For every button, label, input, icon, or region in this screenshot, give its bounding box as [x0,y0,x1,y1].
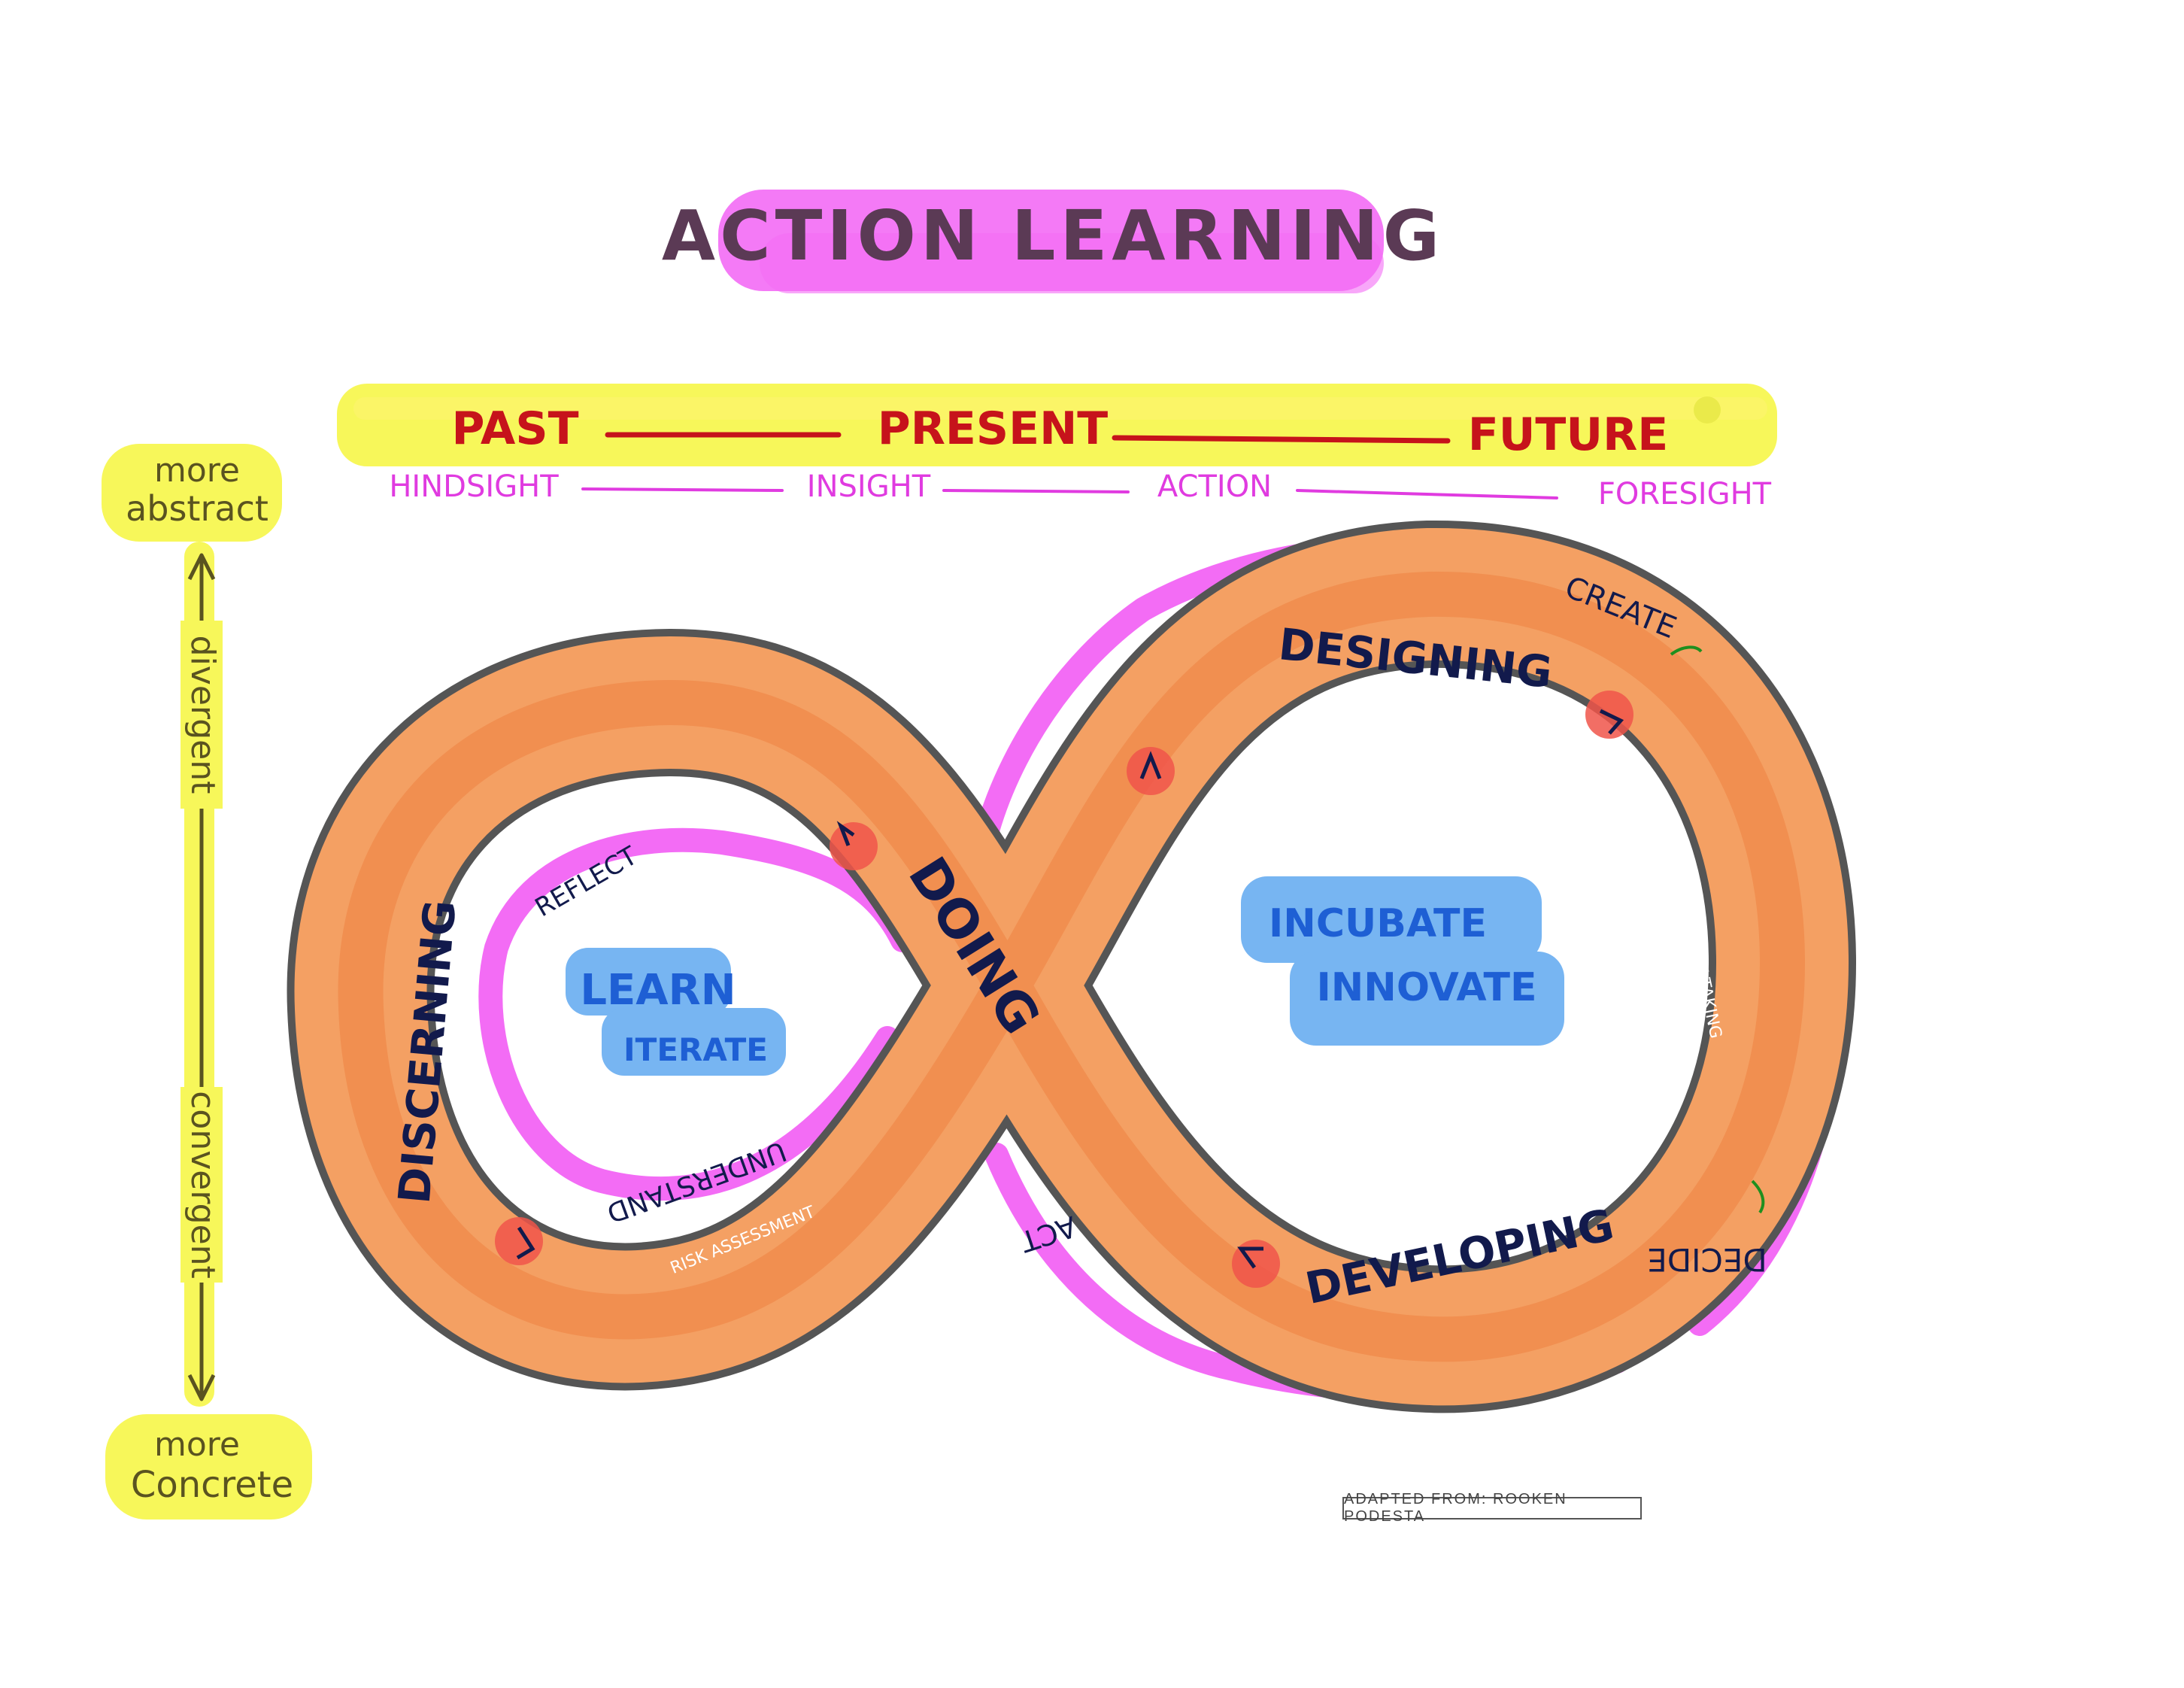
arrow-marker-discerning [495,1217,543,1265]
axis-top-label-2: abstract [126,488,268,529]
axis-top-highlight [102,444,282,542]
axis-bottom-highlight [105,1414,312,1520]
timeline-action: ACTION [1157,469,1272,504]
abstraction-axis: more abstract divergent convergent more … [102,444,312,1520]
direction-markers [495,691,1633,1288]
arrow-marker-doing [830,822,878,870]
axis-divergent: divergent [184,636,222,794]
incubate-box: INCUBATE INNOVATE [1241,876,1564,1046]
magenta-arc-inner-left [478,827,915,1201]
arrow-doing-icon [836,821,855,846]
create-accent [1670,645,1703,656]
incubate-highlight [1241,876,1542,963]
title-text: ACTION LEARNING [662,196,1444,276]
axis-bottom-label-2: Concrete [131,1464,293,1506]
action-line [1296,489,1558,499]
timeline-present: PRESENT [878,402,1109,455]
axis-down-arrow-icon [187,1374,216,1401]
learn-line2: ITERATE [623,1031,768,1068]
title-group: ACTION LEARNING [662,190,1444,293]
axis-top-label-1: more [154,451,240,490]
arrow-designing-right-icon [1599,709,1624,735]
axis-convergent: convergent [184,1091,222,1279]
infinity-loop [287,520,1856,1413]
learn-line1: LEARN [580,966,736,1015]
incubate-line2: INNOVATE [1316,965,1536,1010]
hindsight-line [581,487,784,492]
arrow-designing-left-icon [1139,751,1162,779]
decide-accent [1751,1179,1765,1214]
incubate-line1: INCUBATE [1269,901,1487,946]
timeline-hindsight: HINDSIGHT [389,469,559,504]
arrow-developing-icon [1237,1246,1263,1269]
timeline-future: FUTURE [1468,408,1669,461]
insight-line [942,489,1130,493]
learn-box: LEARN ITERATE [566,948,786,1076]
axis-up-arrow-icon [187,553,216,581]
timeline-insight: INSIGHT [807,469,931,504]
arrow-marker-designing-left [1127,747,1175,795]
loop-band-shade [338,571,1805,1362]
timeline-line-2 [1112,435,1451,444]
learn-highlight [566,948,731,1016]
credit-box: ADAPTED FROM: ROOKEN PODESTA [1342,1491,1642,1525]
arrow-discerning-icon [516,1226,535,1260]
timeline-past: PAST [451,402,578,455]
label-decide: DECIDE [1647,1241,1767,1278]
loop-band [294,527,1849,1406]
timeline-foresight: FORESIGHT [1598,477,1772,512]
timeline-group: PAST PRESENT FUTURE HINDSIGHT INSIGHT AC… [337,384,1777,512]
axis-bottom-label-1: more [154,1425,240,1464]
